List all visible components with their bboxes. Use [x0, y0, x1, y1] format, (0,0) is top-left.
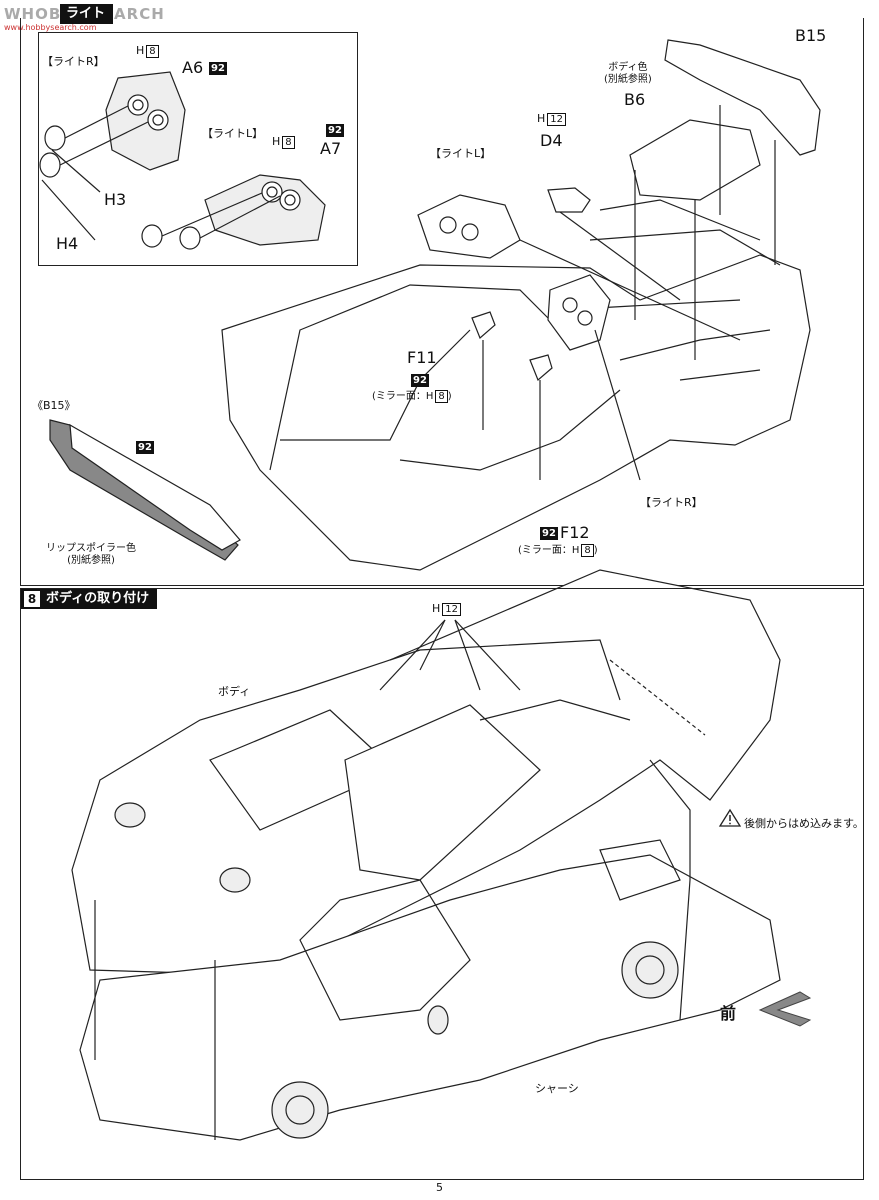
section7-frame: [20, 18, 864, 586]
h3-label: H3: [104, 190, 127, 209]
light-r-housing-drawing: [105, 71, 186, 171]
body-color-note: ボディ色 (別紙参照): [604, 62, 652, 85]
d4-label: D4: [540, 131, 563, 150]
b15-detail-color-badge: 92: [136, 441, 154, 454]
section7-title-bar: ライト: [60, 4, 114, 24]
a6-color-badge: 92: [209, 62, 227, 75]
h4-label: H4: [56, 234, 79, 253]
light-l-main-label: 【ライトL】: [430, 147, 492, 160]
f12-label: F12: [560, 523, 590, 542]
f12-color-badge: 92: [540, 527, 558, 540]
light-l-inset-label: 【ライトL】: [202, 127, 264, 140]
page-number: 5: [436, 1181, 443, 1194]
section8-frame: [20, 588, 864, 1180]
d4-part-drawing: [547, 187, 591, 213]
b15-label: B15: [795, 26, 827, 45]
section8-number: 8: [24, 591, 40, 607]
f12-mirror-drawing: [529, 354, 553, 382]
section7-title: ライト: [66, 6, 106, 21]
b6-hood-drawing: [629, 119, 761, 201]
light-r-main-label: 【ライトR】: [640, 496, 703, 509]
f11-label: F11: [407, 348, 437, 367]
b15-wing-drawing: [664, 39, 821, 156]
a6-label: A6: [182, 58, 204, 77]
front-label: 前: [720, 1004, 737, 1023]
a7-label: A7: [320, 139, 342, 158]
light-r-main-drawing: [547, 274, 611, 351]
f11-mirror-drawing: [471, 311, 496, 340]
lip-spoiler-note: リップスポイラー色 (別紙参照): [46, 543, 136, 566]
caution-note: 後側からはめ込みます。: [744, 817, 864, 830]
section8-title-bar: 8 ボディの取り付け: [21, 589, 158, 609]
body-label: ボディ: [218, 685, 251, 698]
b6-label: B6: [624, 90, 646, 109]
b15-detail-label: 《B15》: [32, 399, 76, 412]
light-l-main-drawing: [417, 194, 521, 259]
body-shell-drawing: [71, 569, 781, 976]
light-r-inset-label: 【ライトR】: [42, 55, 105, 68]
light-inset-frame: [38, 32, 358, 266]
chassis-drawing: [79, 839, 781, 1141]
f11-color-badge: 92: [411, 374, 429, 387]
upper-body-drawing: [221, 199, 811, 571]
a7-color-badge: 92: [326, 124, 344, 137]
section8-title: ボディの取り付け: [46, 591, 150, 606]
chassis-label: シャーシ: [535, 1082, 579, 1095]
watermark-sub: www.hobbysearch.com: [4, 23, 97, 32]
